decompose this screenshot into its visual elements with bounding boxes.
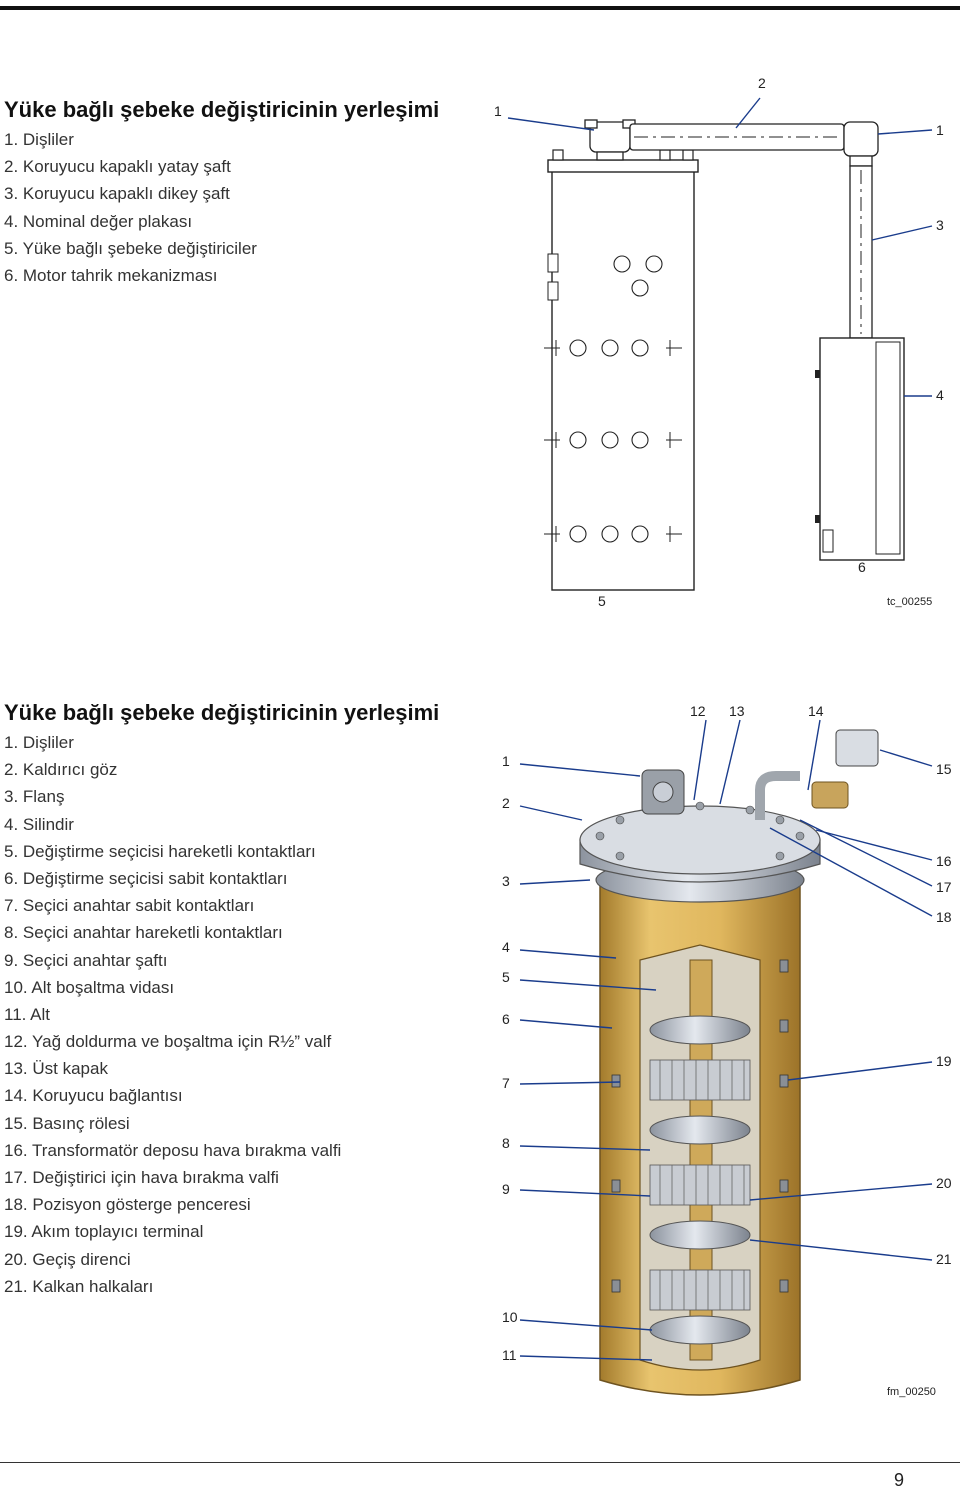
legend-item: 2. Kaldırıcı göz (4, 760, 118, 780)
legend-item: 4. Silindir (4, 814, 74, 834)
callout-20: 20 (936, 1175, 952, 1191)
legend-item: 15. Basınç rölesi (4, 1113, 130, 1133)
callout-10: 10 (502, 1309, 518, 1325)
legend-item: 8. Seçici anahtar hareketli kontaktları (4, 923, 283, 943)
legend-item: 19. Akım toplayıcı terminal (4, 1222, 204, 1242)
legend-item: 9. Seçici anahtar şaftı (4, 950, 168, 970)
callout-16: 16 (936, 853, 952, 869)
legend-item: 16. Transformatör deposu hava bırakma va… (4, 1140, 342, 1160)
pressure-relay (835, 729, 879, 767)
callout-21: 21 (936, 1251, 952, 1267)
callout-15: 15 (936, 761, 952, 777)
figure-code-2: fm_00250 (887, 1386, 936, 1398)
section2-title: Yüke bağlı şebeke değiştiricinin yerleşi… (4, 700, 440, 725)
leader-lines (507, 97, 933, 397)
callout-17: 17 (936, 879, 952, 895)
callout-9: 9 (502, 1181, 510, 1197)
legend-item: 1. Dişliler (4, 130, 74, 149)
callout-5: 5 (502, 969, 510, 985)
callout-1: 1 (494, 103, 502, 119)
tap-changer-arrangement-drawing: 1 2 1 3 4 6 5 tc_00255 (494, 75, 944, 609)
callout-3: 3 (936, 217, 944, 233)
motor-drive-cabinet (819, 337, 905, 561)
legend-item: 12. Yağ doldurma ve boşaltma için R½” va… (4, 1032, 332, 1052)
callout-18: 18 (936, 909, 952, 925)
callout-7: 7 (502, 1075, 510, 1091)
legend-item: 1. Dişliler (4, 733, 74, 752)
legend-item: 4. Nominal değer plakası (4, 211, 193, 231)
callout-2: 2 (758, 75, 766, 91)
callout-14: 14 (808, 703, 824, 719)
shield-rings (649, 1015, 751, 1345)
drain-valve (811, 781, 849, 809)
section1-legend: 1. Dişliler 2. Koruyucu kapaklı yatay şa… (4, 126, 257, 289)
legend-item: 7. Seçici anahtar sabit kontaktları (4, 896, 255, 916)
callout-6: 6 (502, 1011, 510, 1027)
callout-8: 8 (502, 1135, 510, 1151)
top-rule (0, 6, 960, 10)
legend-item: 21. Kalkan halkaları (4, 1276, 154, 1296)
leader-lines-2 (519, 719, 933, 1361)
callout-13: 13 (729, 703, 745, 719)
callout-4: 4 (502, 939, 510, 955)
callout-4: 4 (936, 387, 944, 403)
page-number: 9 (893, 1470, 904, 1490)
section2-legend: 1. Dişliler 2. Kaldırıcı göz 3. Flanş 4.… (4, 729, 341, 1300)
callout-6: 6 (858, 559, 866, 575)
legend-item: 20. Geçiş direnci (4, 1249, 131, 1269)
legend-item: 13. Üst kapak (4, 1059, 108, 1079)
callout-1b: 1 (936, 122, 944, 138)
figure-code: tc_00255 (887, 596, 932, 608)
legend-item: 6. Değiştirme seçicisi sabit kontaktları (4, 868, 288, 888)
legend-item: 6. Motor tahrik mekanizması (4, 265, 218, 285)
callout-1: 1 (502, 753, 510, 769)
tap-changer-heads (569, 255, 663, 543)
callout-11: 11 (502, 1347, 517, 1363)
legend-item: 14. Koruyucu bağlantısı (4, 1086, 183, 1106)
legend-item: 3. Flanş (4, 787, 65, 807)
legend-item: 5. Değiştirme seçicisi hareketli kontakt… (4, 841, 316, 861)
gearbox-left (584, 119, 636, 161)
tank-cover (547, 159, 699, 173)
selector-contacts (649, 1059, 751, 1311)
callout-3: 3 (502, 873, 510, 889)
callout-5: 5 (598, 593, 606, 609)
legend-item: 18. Pozisyon gösterge penceresi (4, 1195, 251, 1215)
legend-item: 10. Alt boşaltma vidası (4, 977, 175, 997)
legend-item: 17. Değiştirici için hava bırakma valfi (4, 1168, 279, 1187)
callout-12: 12 (690, 703, 706, 719)
gearbox-right (843, 121, 879, 167)
top-cover (579, 805, 821, 875)
legend-item: 11. Alt (4, 1004, 50, 1024)
tap-changer-cutaway-illustration: 12 13 14 1 2 3 4 5 6 7 8 9 10 11 15 16 1… (502, 703, 952, 1398)
callout-2: 2 (502, 795, 510, 811)
section1-title: Yüke bağlı şebeke değiştiricinin yerleşi… (4, 97, 440, 122)
tank-outline (551, 167, 695, 591)
bottom-rule (0, 1462, 960, 1463)
legend-item: 3. Koruyucu kapaklı dikey şaft (4, 184, 230, 204)
legend-item: 5. Yüke bağlı şebeke değiştiriciler (4, 238, 257, 258)
legend-item: 2. Koruyucu kapaklı yatay şaft (4, 157, 231, 177)
callout-19: 19 (936, 1053, 952, 1069)
